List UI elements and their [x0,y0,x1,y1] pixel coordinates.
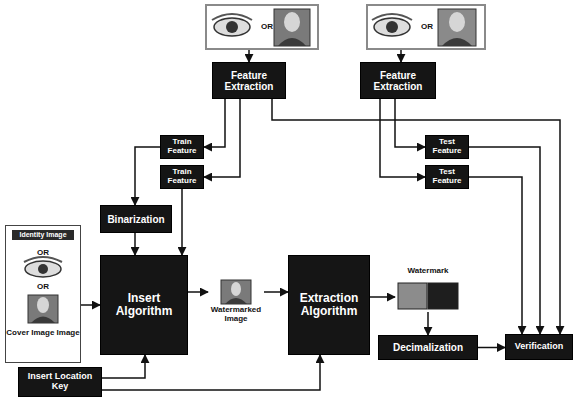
node-label: Test Feature [429,138,465,156]
image-box: OR [366,4,486,50]
connector-arrow [181,189,183,255]
connector-arrow [264,291,288,293]
node-label: Train Feature [164,168,200,186]
feature-box: Test Feature [425,165,469,189]
input-image-box: Identity ImageOR OR Cover Image Image [5,225,81,363]
key-box: Insert Location Key [18,367,102,397]
node-label: OR [416,22,438,31]
feature-box: Train Feature [160,135,204,159]
node-label: Binarization [107,214,164,225]
image-node: Watermarked Image [208,278,264,326]
eye-image [372,14,412,36]
connector-arrow [469,177,522,334]
feature-box: Train Feature [160,165,204,189]
connector-arrow [400,50,402,62]
connector-arrow [370,296,395,298]
process-box: Decimalization [378,335,478,360]
connector-arrow [204,99,225,147]
algorithm-box: Extraction Algorithm [288,255,370,355]
node-label: Insert Location Key [22,372,98,392]
node-label: OR [6,248,80,257]
node-label: OR [257,22,277,31]
watermark-block [428,283,458,309]
node-label: Feature Extraction [364,70,432,92]
connector-arrow [134,233,136,255]
image-box: OR [205,4,319,50]
connector-arrow [427,312,429,335]
algorithm-box: Insert Algorithm [100,255,188,355]
eye-image [212,14,252,36]
connector-arrow [248,50,250,62]
node-label: Extraction Algorithm [292,292,366,318]
watermark-node: Watermark [395,266,461,312]
face-image [274,9,310,46]
node-label: Watermark [395,266,461,275]
face-image [28,295,58,323]
connector-arrow [395,99,425,147]
connector-arrow [81,304,100,306]
watermarked-image [221,280,251,304]
connector-arrow [204,99,240,177]
node-label: Watermarked Image [208,305,264,323]
process-box: Feature Extraction [212,62,286,99]
node-label: Train Feature [164,138,200,156]
node-label: Identity Image [12,230,74,240]
node-label: OR [6,282,80,291]
watermark-block [398,283,427,309]
node-label: Decimalization [393,342,463,353]
node-label: Verification [515,342,564,352]
connector-arrow [380,99,425,177]
process-box: Feature Extraction [360,62,436,99]
face-image [438,9,476,46]
connector-arrow [272,99,560,334]
connector-arrow [188,291,208,293]
node-label: Feature Extraction [216,70,282,92]
node-label: Test Feature [429,168,465,186]
connector-arrow [469,147,540,334]
connector-arrow [102,355,320,390]
connector-arrow [102,355,145,378]
node-label: Cover Image Image [6,328,80,337]
node-label: Insert Algorithm [104,292,184,318]
process-box: Verification [505,334,573,360]
connector-arrow [478,347,505,349]
connector-arrow [135,147,160,205]
process-box: Binarization [100,205,172,233]
feature-box: Test Feature [425,135,469,159]
eye-image [24,257,62,277]
